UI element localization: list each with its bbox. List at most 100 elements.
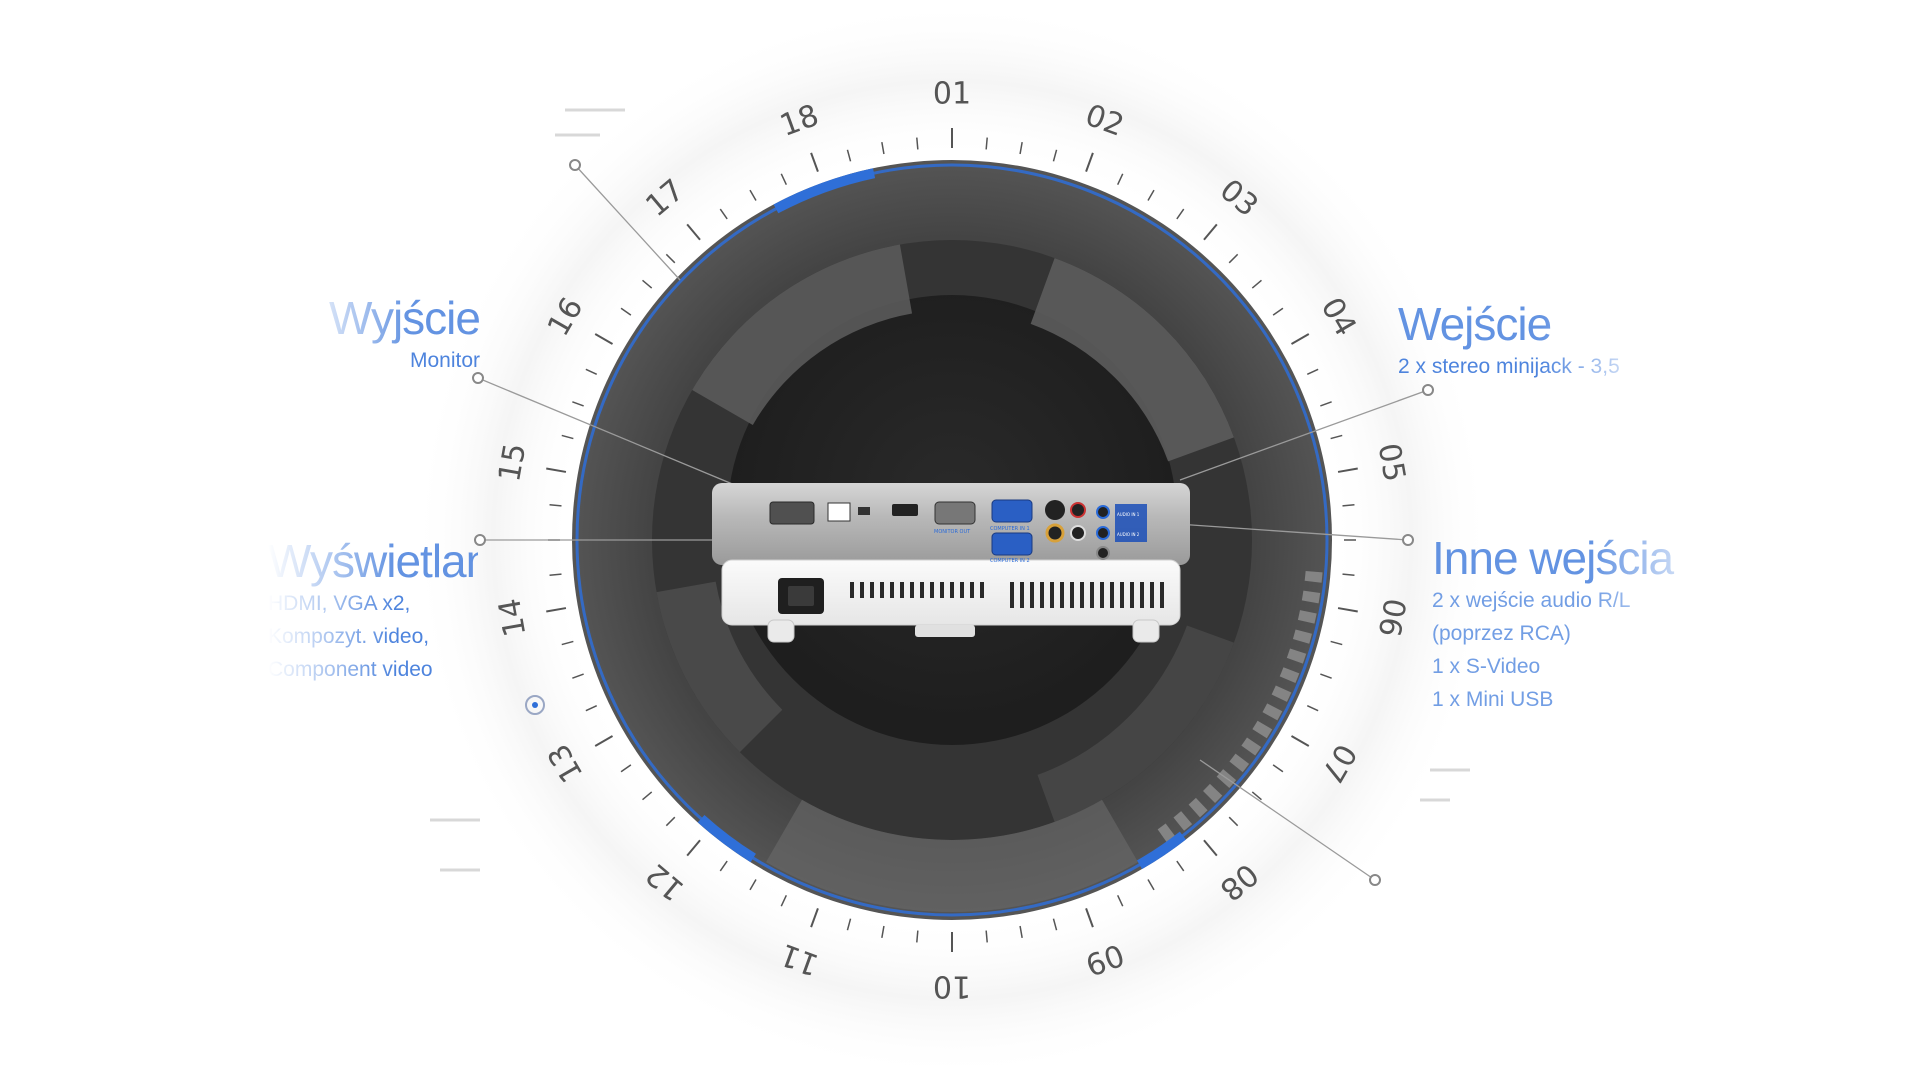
dial-tick <box>572 673 584 679</box>
dial-tick <box>665 253 676 264</box>
dial-tick <box>916 137 919 150</box>
dial-tick <box>585 368 598 376</box>
dial-tick <box>1330 434 1343 440</box>
dial-tick <box>1251 791 1262 801</box>
ring-segment <box>697 814 756 863</box>
callout-other-line-4: 1 x Mini USB <box>1432 688 1554 711</box>
ring-segment <box>1188 797 1208 818</box>
dial-number-05: 05 <box>1371 441 1412 485</box>
vent-slot <box>920 582 924 598</box>
port-label-audio-in-1: AUDIO IN 1 <box>1117 512 1140 517</box>
projector-rear-image: MONITOR OUT COMPUTER IN 1 COMPUTER IN 2 … <box>712 483 1190 643</box>
dial-tick <box>642 791 653 801</box>
dial-number-15: 15 <box>492 441 533 485</box>
callout-output-bottom: Wyświetlanie HDMI, VGA x2, Kompozyt. vid… <box>268 535 525 686</box>
vent-slot <box>850 582 854 598</box>
dial-tick <box>1342 504 1355 507</box>
vent-slot <box>1050 582 1054 608</box>
dial-tick <box>780 894 788 907</box>
port-label-monitor-out: MONITOR OUT <box>934 529 971 535</box>
callout-input-audio: Wejście 2 x stereo minijack - 3,5 <box>1398 298 1658 383</box>
callout-output-top-line-1: Monitor <box>409 349 480 372</box>
ring-segment <box>1292 629 1312 644</box>
computer-in-1-port <box>991 499 1033 523</box>
port-label-computer-in-1: COMPUTER IN 1 <box>990 526 1030 532</box>
callout-other: Inne wejścia 2 x wejście audio R/L (popr… <box>1432 532 1722 716</box>
dial-tick <box>1337 467 1358 473</box>
vent-slot <box>880 582 884 598</box>
leader-dot <box>1422 384 1434 396</box>
ring-segment <box>1301 590 1321 604</box>
dial-tick <box>620 307 632 316</box>
vent-slot <box>1140 582 1144 608</box>
callout-other-line-2: (poprzez RCA) <box>1432 622 1571 645</box>
ring-segment <box>1252 720 1273 739</box>
dial-tick <box>881 925 885 938</box>
s-video-port <box>1045 500 1065 520</box>
dial-tick <box>1330 640 1343 646</box>
vent-slot <box>1060 582 1064 608</box>
ring-segment <box>1173 811 1193 831</box>
vent-slot <box>1080 582 1084 608</box>
dial-tick <box>1251 279 1262 289</box>
vent-slot <box>1110 582 1114 608</box>
leader-line <box>574 164 681 281</box>
dial-tick <box>1116 894 1124 907</box>
dial-tick <box>846 918 852 931</box>
dial-tick <box>1272 307 1284 316</box>
dial-tick <box>1052 149 1058 162</box>
dial-tick <box>1320 401 1332 407</box>
dial-tick <box>1228 816 1239 827</box>
dial-tick <box>985 930 988 943</box>
audio-r-port <box>1070 502 1086 518</box>
vent-slot <box>1130 582 1134 608</box>
dial-tick <box>1085 152 1094 172</box>
vent-slot <box>960 582 964 598</box>
dial-tick <box>780 173 788 186</box>
callout-other-title: Inne wejścia <box>1432 532 1674 584</box>
dial-tick <box>594 735 614 747</box>
projector-foot-left <box>767 619 795 643</box>
vent-slot <box>930 582 934 598</box>
dial-tick <box>1203 839 1218 857</box>
callout-input-audio-title: Wejście <box>1398 298 1552 350</box>
audio-out-port <box>1096 546 1110 560</box>
dial-tick <box>1306 368 1319 376</box>
dial-number-06: 06 <box>1371 596 1412 640</box>
dial-tick <box>1320 673 1332 679</box>
dial-tick <box>1019 925 1023 938</box>
dial-tick <box>1337 607 1358 613</box>
dial-tick <box>1019 142 1023 155</box>
ring-segment <box>1137 831 1186 870</box>
ring-segment <box>1030 258 1234 462</box>
dial-tick <box>549 573 562 576</box>
decor-fragments <box>430 108 1470 872</box>
dial-tick <box>1176 860 1185 872</box>
dial-tick <box>1228 253 1239 264</box>
ring-segments <box>656 168 1323 912</box>
vent-slot <box>1150 582 1154 608</box>
vent-slot <box>1070 582 1074 608</box>
dial-tick <box>686 839 701 857</box>
dial-tick <box>1116 173 1124 186</box>
callout-output-bottom-line-3: Component video <box>268 658 433 681</box>
ring-segment <box>1286 648 1307 664</box>
monitor-out-port <box>934 501 976 525</box>
vent-slot <box>1010 582 1014 608</box>
callout-output-bottom-line-2: Kompozyt. video, <box>268 625 430 648</box>
hdmi-port <box>892 504 918 516</box>
vent-slot <box>900 582 904 598</box>
lan-port <box>827 502 851 522</box>
dial-tick <box>546 607 567 613</box>
ring-segment <box>1229 753 1250 773</box>
ring-segment <box>1279 667 1300 683</box>
dial-tick <box>1052 918 1058 931</box>
port-label-computer-in-2: COMPUTER IN 2 <box>990 558 1030 564</box>
dial-tick <box>546 467 567 473</box>
vent-slot <box>1100 582 1104 608</box>
vent-slot <box>940 582 944 598</box>
audio-in-labels-panel <box>1115 504 1147 542</box>
callout-other-line-3: 1 x S-Video <box>1432 655 1541 678</box>
